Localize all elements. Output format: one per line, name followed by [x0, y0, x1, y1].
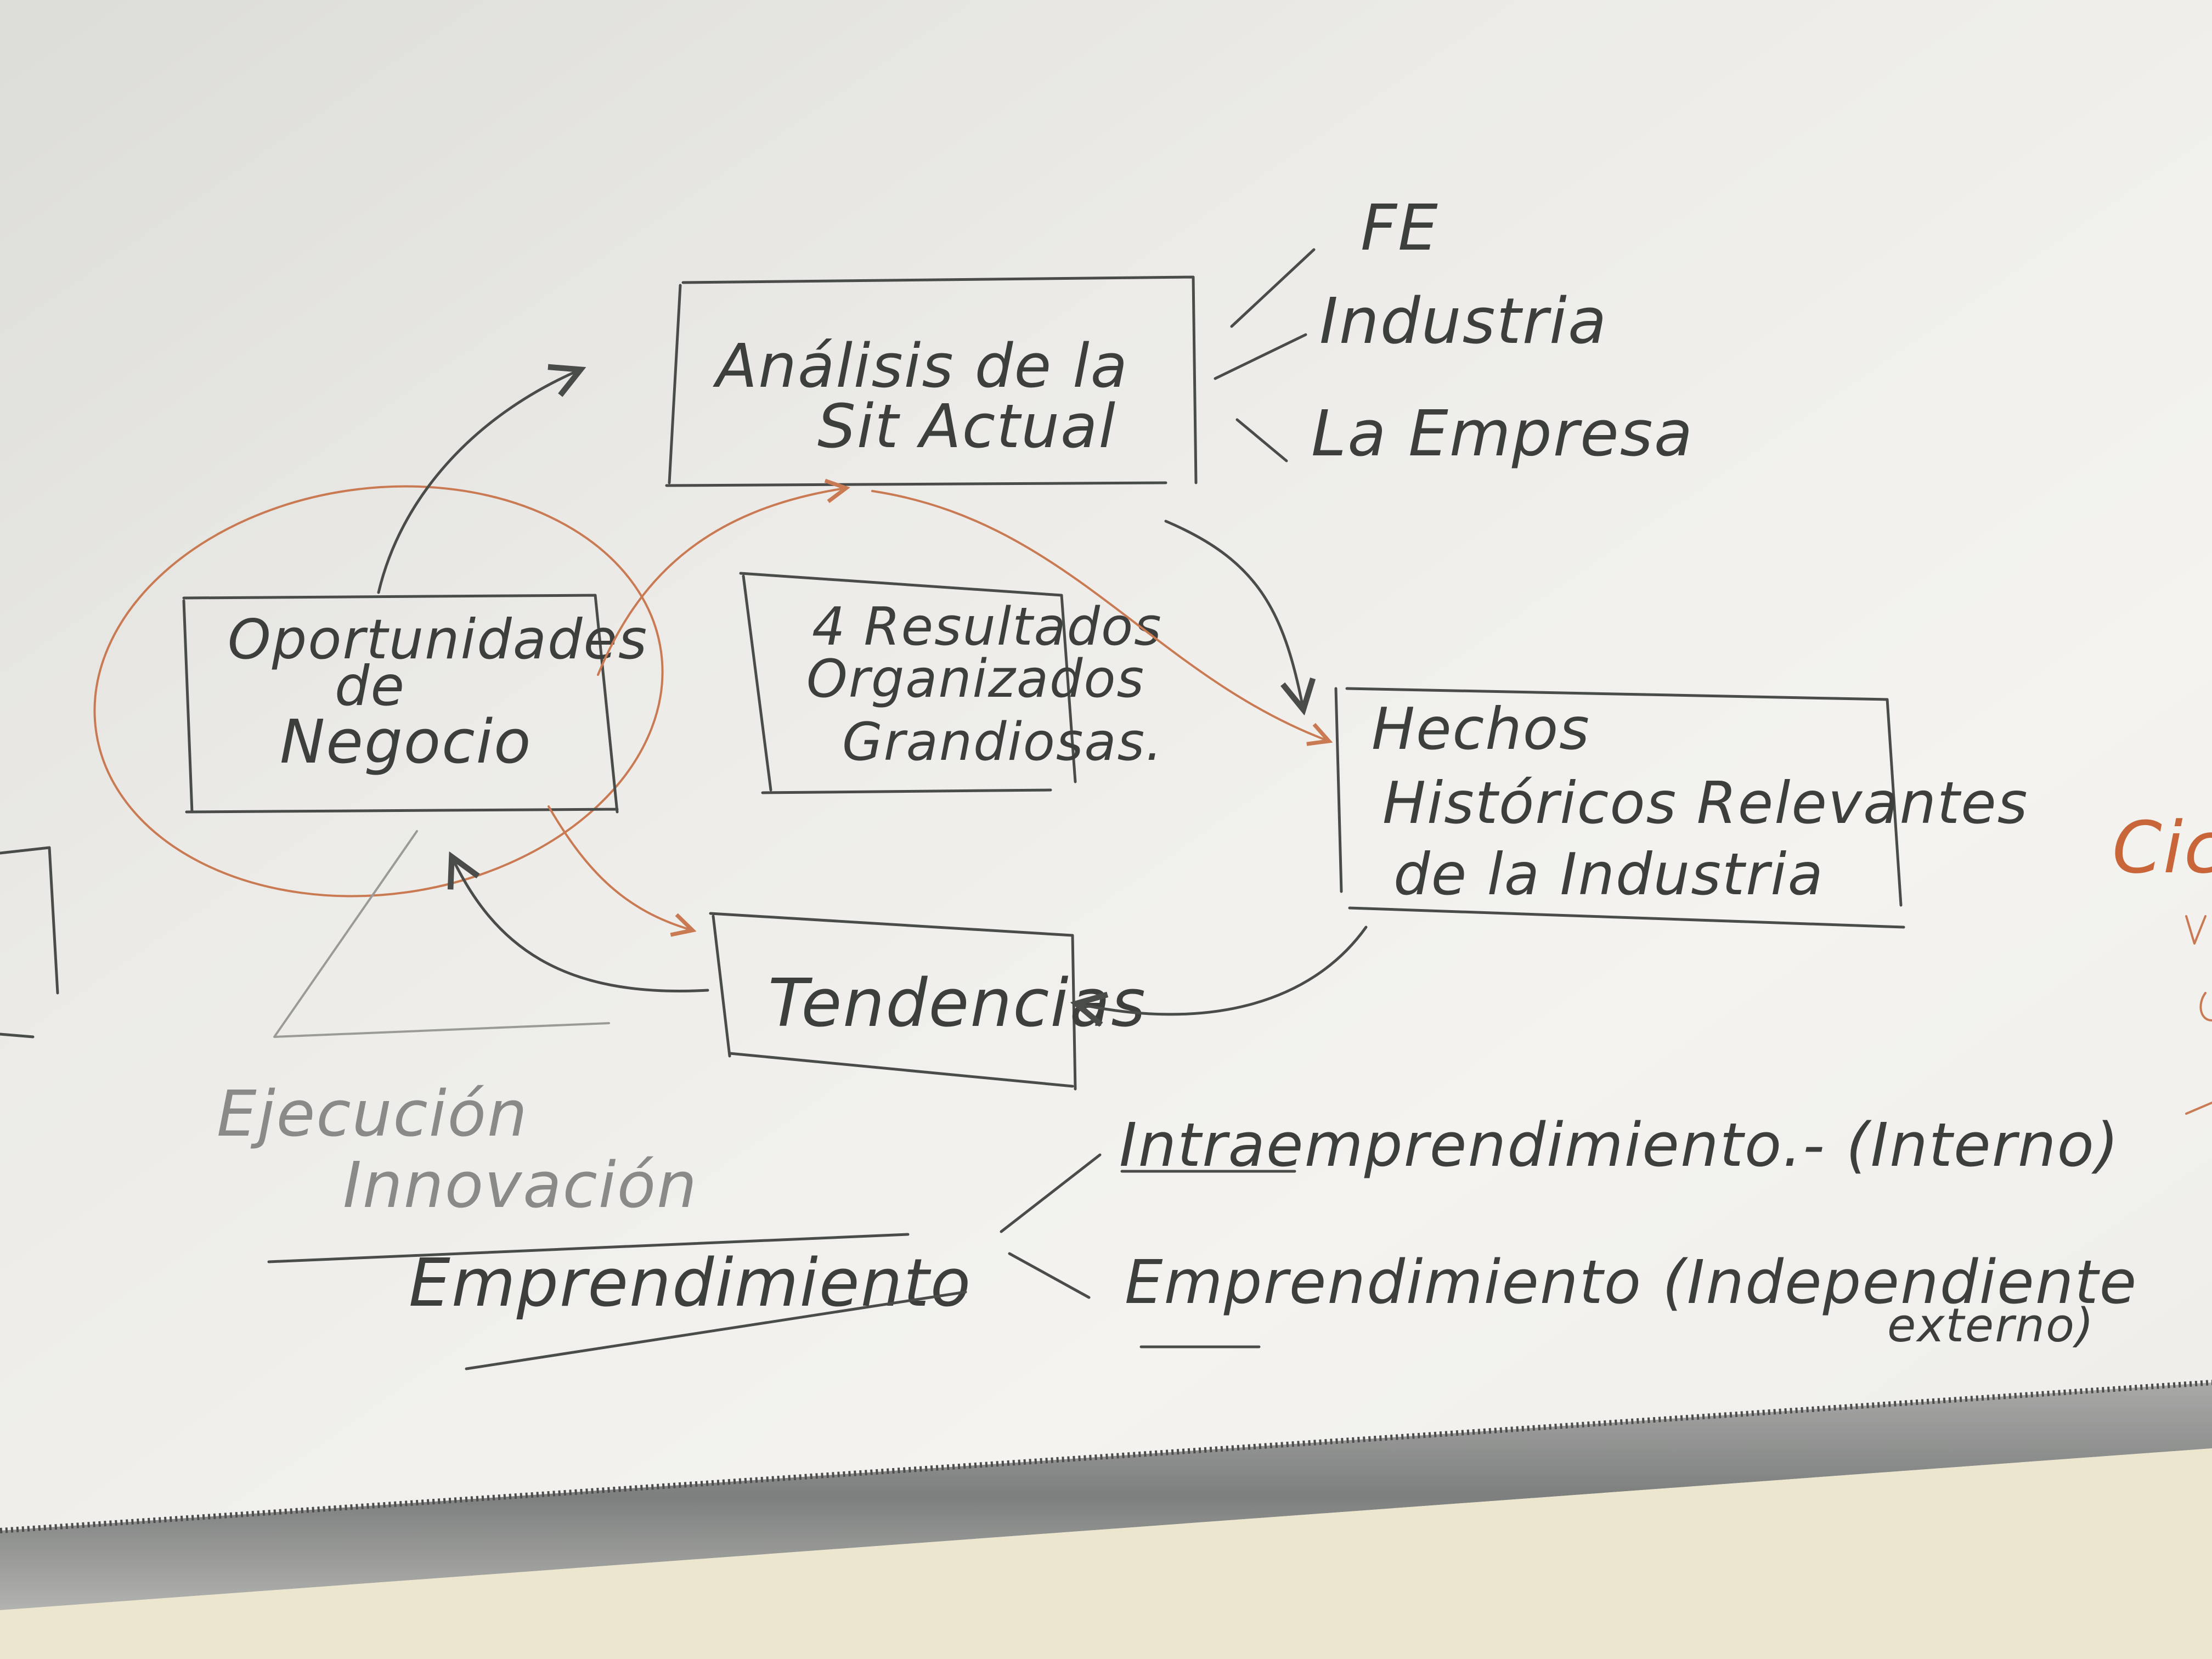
orange-arrow-to-facts	[871, 490, 1328, 741]
arrow-facts-to-trends	[1078, 926, 1368, 1014]
branch-line-fe	[1230, 248, 1316, 328]
faint-triangle	[273, 830, 610, 1038]
entrepreneurship-main: Emprendimiento	[409, 1245, 972, 1322]
opportunities-orange-circle	[93, 485, 664, 898]
wall-below	[0, 1448, 2212, 1659]
analysis-line2: Sit Actual	[817, 391, 1116, 461]
orange-arrow-to-trends	[548, 805, 691, 930]
branch-empresa: La Empresa	[1311, 397, 1694, 471]
analysis-box	[665, 275, 1198, 487]
tray-dust-edge	[0, 1380, 2212, 1533]
left-note-execution: Ejecución	[217, 1077, 528, 1151]
branch-line-intra	[1000, 1153, 1102, 1233]
facts-box	[1334, 687, 1905, 929]
center-results-box	[739, 572, 1077, 794]
facts-line2: Históricos Relevantes	[1383, 770, 2028, 837]
trends-label: Tendencias	[768, 966, 1147, 1042]
entrepreneurship-independent-line2: externo)	[1887, 1299, 2095, 1353]
underline-above-emprendimiento	[267, 1233, 910, 1263]
opportunities-line1: Oportunidades	[228, 607, 648, 672]
trends-box	[709, 912, 1077, 1091]
left-note-innovation: Innovación	[343, 1149, 698, 1222]
opportunities-line3: Negocio	[280, 707, 532, 777]
branch-line-independent	[1008, 1252, 1091, 1299]
center-line3: Grandiosas.	[842, 712, 1163, 772]
branch-line-industria	[1214, 333, 1307, 380]
arrow-analysis-to-facts	[1164, 520, 1303, 708]
branch-fe: FE	[1361, 191, 1439, 265]
center-line2: Organizados	[806, 649, 1145, 709]
orange-arrow-to-analysis	[597, 488, 845, 676]
underline-below-emprendimiento	[465, 1290, 967, 1370]
right-edge-orange-fragment: Cicl	[2112, 806, 2212, 889]
left-edge-box-fragment	[0, 846, 59, 1039]
opportunities-box	[182, 594, 619, 814]
branch-line-empresa	[1235, 418, 1288, 462]
opportunities-line2: de	[335, 654, 405, 718]
analysis-line1: Análisis de la	[713, 331, 1128, 401]
marker-tray	[0, 1383, 2212, 1610]
right-edge-orange-marks	[2185, 915, 2212, 1115]
facts-line3: de la Industria	[1393, 841, 1824, 908]
branch-industria: Industria	[1319, 285, 1607, 358]
facts-line1: Hechos	[1372, 696, 1590, 763]
arrow-opportunities-to-analysis	[377, 370, 579, 594]
center-line1: 4 Resultados	[812, 597, 1163, 657]
arrow-trends-to-opportunities	[453, 859, 709, 992]
entrepreneurship-independent-line1: Emprendimiento (Independiente	[1125, 1247, 2137, 1317]
entrepreneurship-intra: Intraemprendimiento.- (Interno)	[1119, 1110, 2120, 1180]
